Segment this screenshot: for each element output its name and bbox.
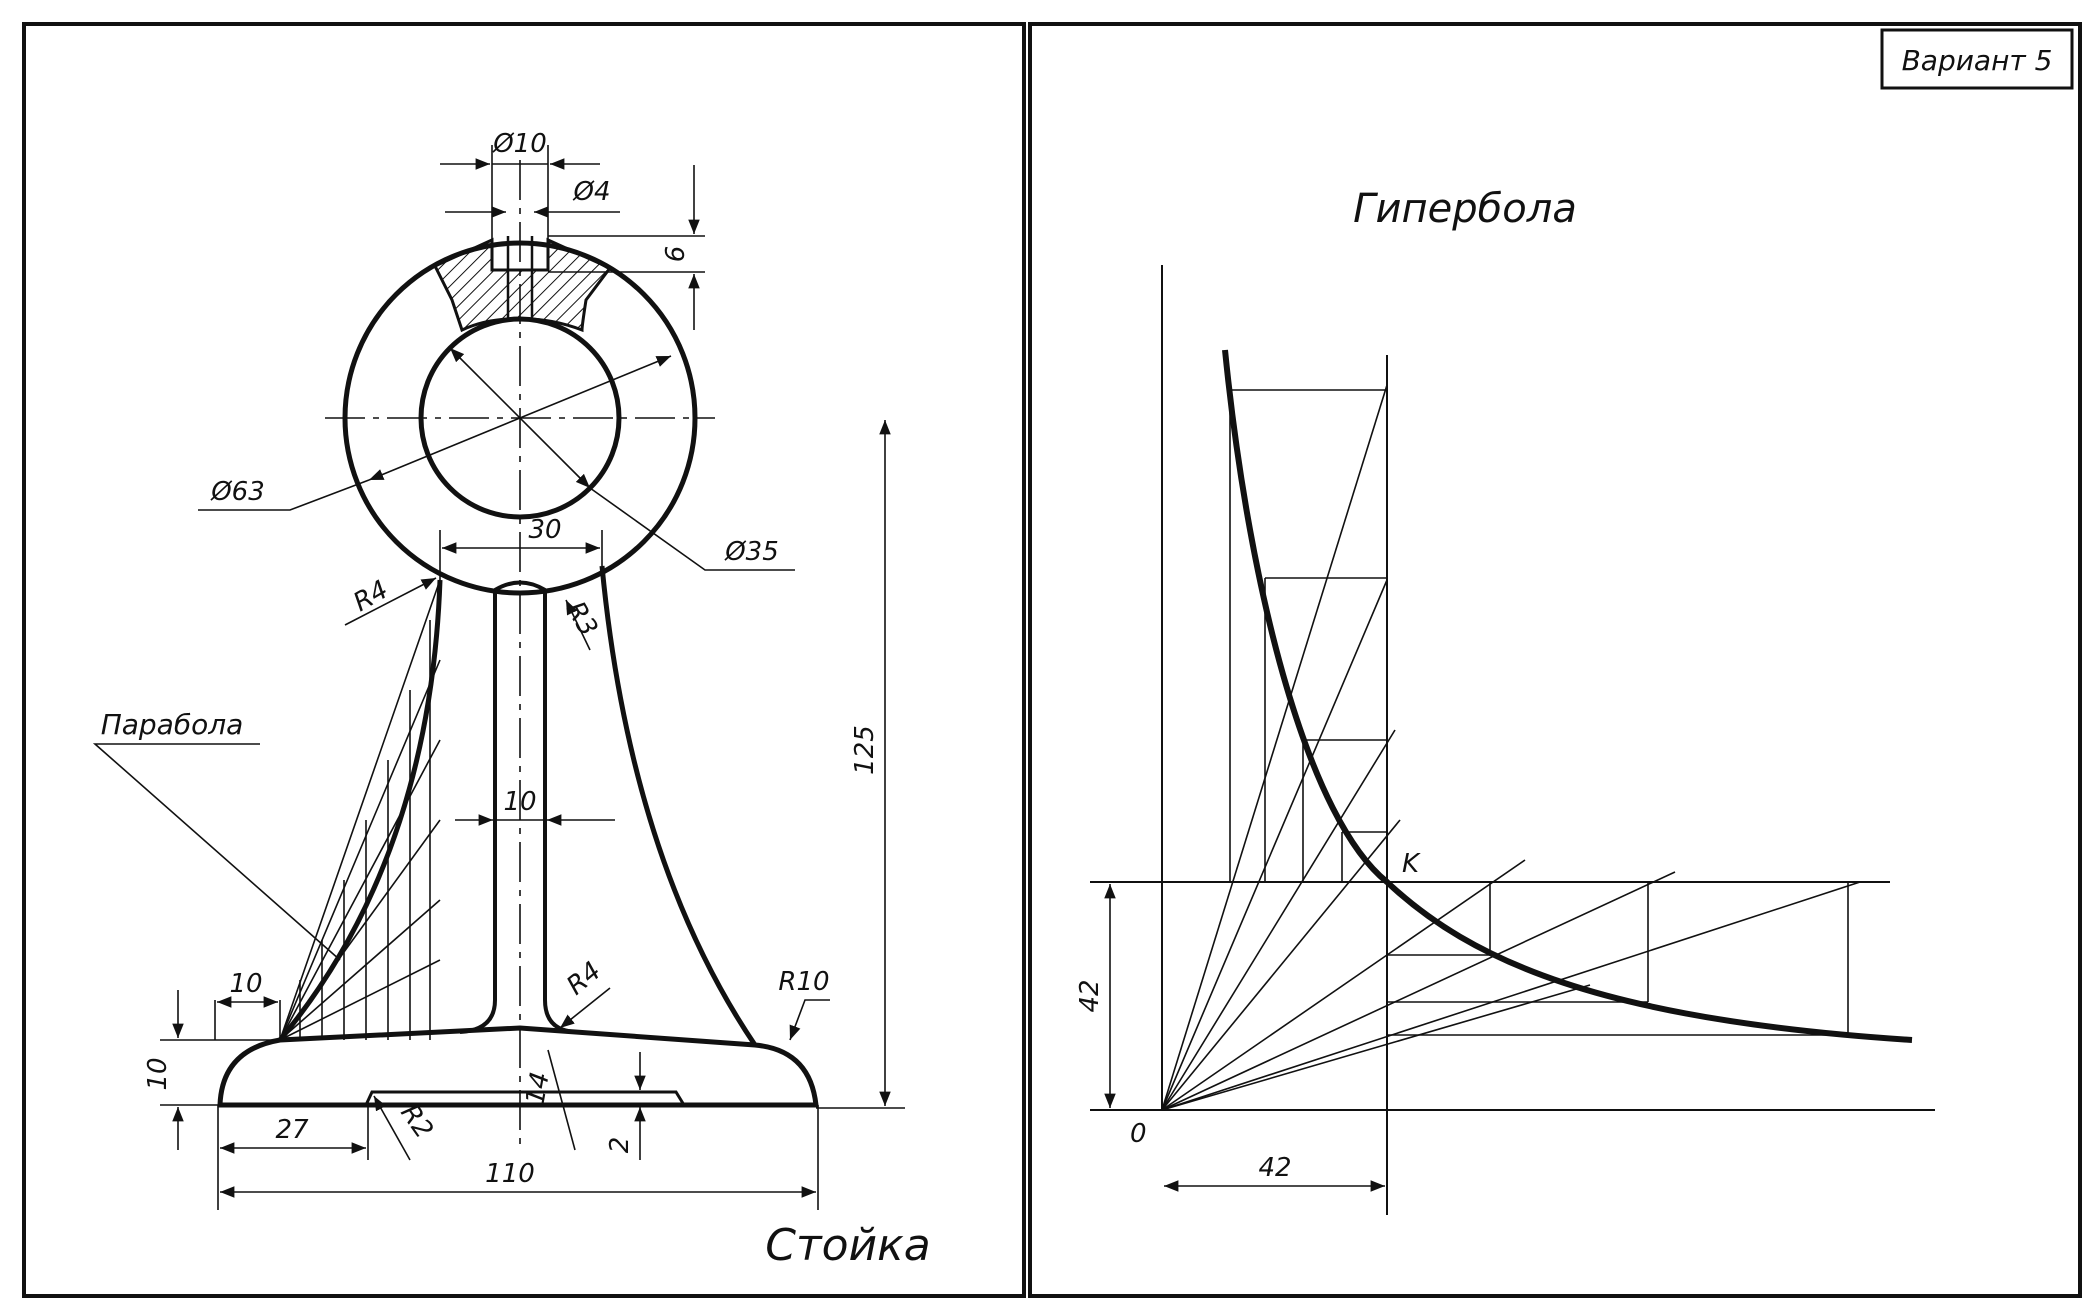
leader-r4-top (344, 577, 437, 626)
dim-ten-left: 10 (229, 969, 262, 999)
hyperbola-curve (1222, 349, 1913, 1043)
dim-r4-top: R4 (349, 575, 394, 618)
dim-r4-low: R4 (561, 956, 607, 1001)
dim-110: 110 (485, 1159, 535, 1189)
dim-42-horizontal: 42 (1258, 1153, 1291, 1183)
dim-ten-h: 10 (143, 1057, 173, 1090)
leader-r10 (789, 999, 830, 1041)
right-sheet-frame (1028, 22, 2082, 1298)
dim-d10: Ø10 (492, 129, 547, 159)
hyperbola-drawing: Гипербола (1075, 186, 1935, 1215)
dim-d4: Ø4 (572, 177, 610, 207)
dim-two: 2 (605, 1137, 635, 1154)
dim-27: 27 (275, 1115, 309, 1145)
leader-r3 (565, 599, 591, 651)
dim-125: 125 (850, 725, 880, 775)
web-right (543, 590, 576, 1034)
hyperbola-construction (1161, 384, 1861, 1111)
dim-ten-mid: 10 (503, 787, 536, 817)
base-outline (217, 1025, 819, 1108)
variant-box (1880, 28, 2074, 90)
right-flank (599, 565, 758, 1047)
left-sheet-frame (22, 22, 1026, 1298)
leader-r4-low (559, 987, 611, 1029)
variant-label: Вариант 5 (1902, 44, 2053, 77)
dim-d63-diameter (368, 355, 672, 481)
hyperbola-title: Гипербола (1353, 186, 1577, 232)
parabola-leader (92, 743, 341, 961)
stand-drawing: Ø10 Ø4 6 Ø35 Ø63 (92, 129, 931, 1271)
hatched-section (432, 237, 613, 333)
dim-d63: Ø63 (210, 477, 265, 507)
dim-42-vertical: 42 (1075, 979, 1105, 1012)
stand-title: Стойка (765, 1220, 930, 1271)
dim-thirty: 30 (528, 515, 561, 545)
dim-d35: Ø35 (724, 537, 779, 567)
dim-r10: R10 (778, 967, 829, 997)
dim-d63-leader (198, 479, 370, 511)
dim-six: 6 (661, 246, 691, 263)
web-top (493, 580, 547, 592)
base-recess (364, 1090, 686, 1106)
parabola-construction (279, 579, 441, 1041)
dim-fourteen: 14 (520, 1070, 555, 1108)
dim-r3: R3 (560, 597, 603, 642)
web-left (459, 590, 497, 1034)
dim-d35-leader (589, 487, 795, 571)
outer-ring (342, 240, 698, 596)
parabola-label: Парабола (101, 708, 244, 741)
point-k: K (1402, 849, 1421, 879)
sheet-frames: Вариант 5 (22, 22, 2082, 1298)
leader-fourteen (547, 1049, 576, 1151)
leader-r2 (373, 1095, 411, 1161)
left-flank (278, 579, 443, 1042)
origin-label: 0 (1130, 1119, 1147, 1149)
